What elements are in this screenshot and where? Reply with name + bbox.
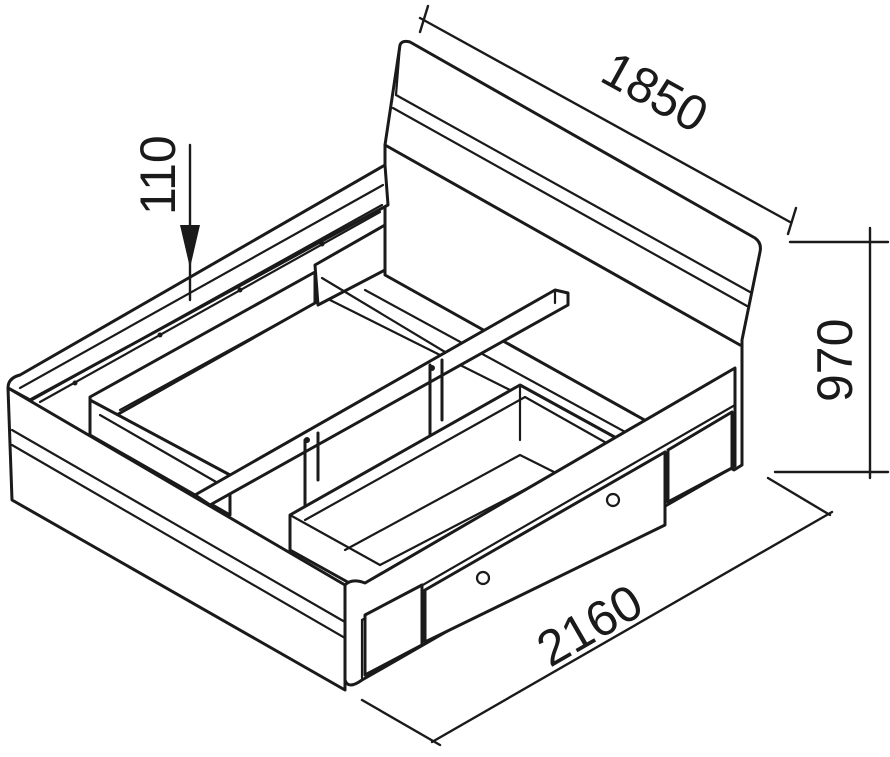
foot-side-rail <box>6 386 347 692</box>
drawer-fronts <box>363 410 734 677</box>
dimension-970: 970 <box>773 226 890 480</box>
headboard <box>383 39 762 472</box>
dimension-1850-label: 1850 <box>593 41 717 144</box>
slat-support-holes <box>72 241 325 386</box>
dimension-970-label: 970 <box>807 319 863 402</box>
drawer-knob-icon <box>605 492 621 508</box>
dimension-110-label: 110 <box>130 135 186 215</box>
dimension-2160-label: 2160 <box>528 573 652 677</box>
inner-floor-board <box>88 398 232 517</box>
left-side-rail <box>6 163 390 404</box>
dimension-110: 110 <box>130 135 200 302</box>
inner-left-compartment <box>88 223 642 452</box>
drawer-knob-icon <box>475 570 491 586</box>
